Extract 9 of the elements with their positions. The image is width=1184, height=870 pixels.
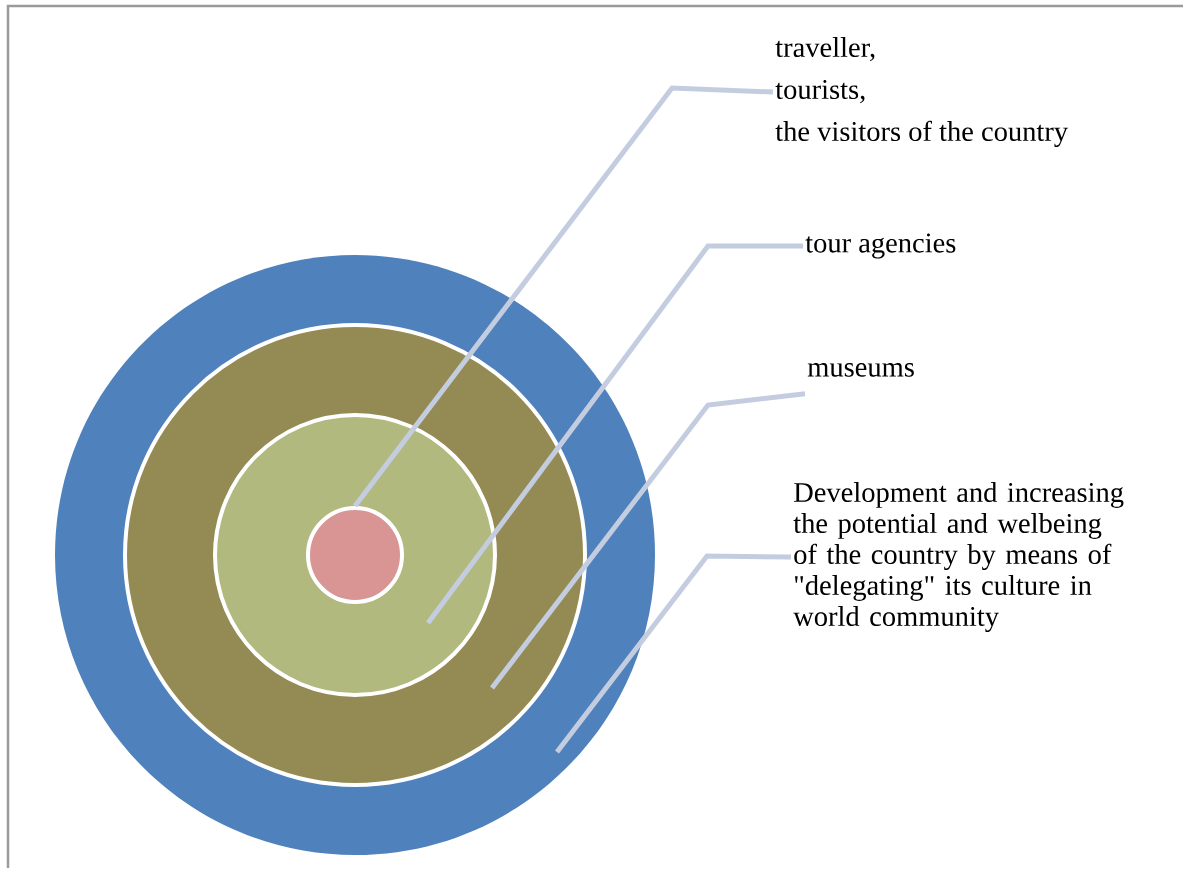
leader-line <box>555 553 792 754</box>
leader-line <box>353 85 774 508</box>
center-circle <box>306 506 404 604</box>
leader-line <box>490 391 806 690</box>
callout-text: museums <box>807 363 914 377</box>
leader-line <box>426 243 803 625</box>
callout-text: Development and increasing the potential and welbeing of the country by means of "delegating" its culture in world community <box>793 482 1124 632</box>
callout-text: tour agencies <box>805 233 956 259</box>
callout-text: traveller, tourists, the visitors of the country <box>775 37 1068 147</box>
